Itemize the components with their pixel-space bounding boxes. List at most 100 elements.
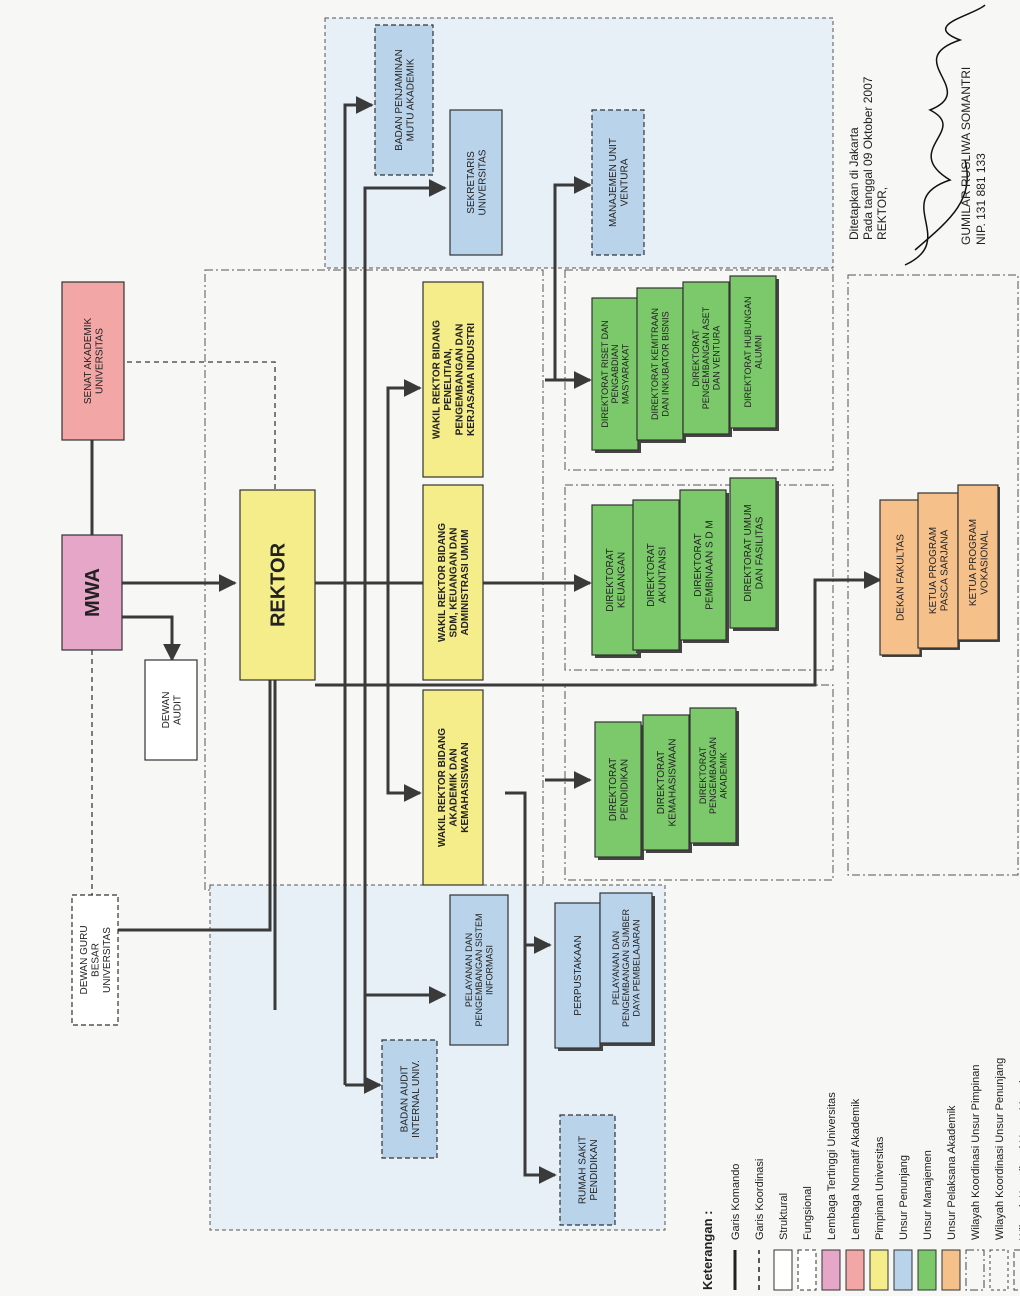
legend-item: Wilayah Koordinasi Unsur Penunjang (989, 1058, 1009, 1291)
legend-item: Unsur Pelaksana Akademik (941, 1105, 961, 1291)
region-manajemen-2 (564, 484, 834, 671)
svg-text:DIREKTORATKEUANGAN: DIREKTORATKEUANGAN (605, 548, 628, 612)
svg-text:KETUA PROGRAMVOKASIONAL: KETUA PROGRAMVOKASIONAL (968, 519, 991, 606)
svg-text:DIREKTORATPEMBINAAN S D M: DIREKTORATPEMBINAAN S D M (693, 520, 716, 609)
signature-text: Pada tanggal 09 Oktober 2007 (861, 76, 875, 240)
svg-text:PELAYANAN DANPENGEMBANGAN SIST: PELAYANAN DANPENGEMBANGAN SISTEMINFORMAS… (464, 913, 495, 1026)
legend-item: Lembaga Tertinggi Universitas (821, 1092, 841, 1291)
legend-label: Pimpinan Universitas (874, 1136, 886, 1240)
legend-label: Unsur Penunjang (898, 1155, 910, 1240)
legend-item: Wilayah Koordinasi Unsur Pimpinan (965, 1065, 985, 1291)
region-pelaksana (847, 274, 1019, 876)
node-dir-pendidikan: DIREKTORATPENDIDIKAN (594, 721, 644, 860)
node-dir-kemitraan: DIREKTORAT KEMITRAANDAN INKUBATOR BISNIS (636, 287, 686, 443)
legend-item: Struktural (773, 1193, 793, 1291)
legend-item: Unsur Manajemen (917, 1150, 937, 1291)
legend-label: Wilayah Koordinasi Unsur Pimpinan (970, 1065, 982, 1240)
legend-label: Unsur Pelaksana Akademik (946, 1105, 958, 1240)
node-wr-sdm: WAKIL REKTOR BIDANGSDM, KEUANGAN DANADMI… (422, 484, 484, 681)
svg-text:BADAN PENJAMINANMUTU AKADEMIK: BADAN PENJAMINANMUTU AKADEMIK (394, 49, 417, 151)
legend-label: Struktural (778, 1193, 790, 1240)
svg-text:RUMAH SAKITPENDIDIKAN: RUMAH SAKITPENDIDIKAN (577, 1136, 600, 1204)
node-wr-riset: WAKIL REKTOR BIDANGPENELITIAN,PENGEMBANG… (422, 281, 484, 478)
node-badan-audit: BADAN AUDITINTERNAL UNIV. (381, 1039, 438, 1159)
legend-item: Lembaga Normatif Akademik (845, 1098, 865, 1291)
legend-label: Lembaga Tertinggi Universitas (826, 1092, 838, 1240)
legend-label: Fungsional (802, 1186, 814, 1240)
node-psdp: PELAYANAN DANPENGEMBANGAN SUMBERDAYA PEM… (599, 892, 655, 1046)
signature-text: REKTOR, (875, 187, 889, 240)
node-dir-akuntansi: DIREKTORATAKUNTANSI (632, 499, 682, 653)
legend-item: Garis Komando (730, 1164, 742, 1290)
node-dir-pengembangan: DIREKTORATPENGEMBANGANAKADEMIK (689, 707, 739, 846)
node-perpustakaan: PERPUSTAKAAN (554, 902, 603, 1051)
svg-text:DIREKTORATAKUNTANSI: DIREKTORATAKUNTANSI (646, 543, 669, 607)
legend-label: Unsur Manajemen (922, 1150, 934, 1240)
node-dir-riset: DIREKTORAT RISET DANPENGABDIANMASYARAKAT (591, 297, 641, 453)
legend-label: Wilayah Koordinasi Unsur Penunjang (994, 1058, 1006, 1240)
node-sekretaris: SEKRETARISUNIVERSITAS (449, 109, 503, 256)
signature-text: NIP. 131 881 133 (974, 153, 988, 245)
node-senat: SENAT AKADEMIKUNIVERSITAS (61, 281, 125, 441)
legend-item: Unsur Penunjang (893, 1155, 913, 1291)
node-dewan-guru-besar: DEWAN GURUBESARUNIVERSITAS (71, 894, 119, 1026)
svg-text:DEWAN GURUBESARUNIVERSITAS: DEWAN GURUBESARUNIVERSITAS (79, 925, 113, 994)
node-mwa: MWA (61, 534, 123, 651)
svg-text:WAKIL REKTOR BIDANGSDM, KEUANG: WAKIL REKTOR BIDANGSDM, KEUANGAN DANADMI… (437, 523, 471, 642)
node-muv: MANAJEMEN UNITVENTURA (591, 109, 645, 256)
svg-text:SENAT AKADEMIKUNIVERSITAS: SENAT AKADEMIKUNIVERSITAS (83, 318, 106, 405)
svg-text:MANAJEMEN UNITVENTURA: MANAJEMEN UNITVENTURA (608, 138, 631, 227)
region-manajemen-1 (564, 269, 834, 471)
svg-text:BADAN AUDITINTERNAL UNIV.: BADAN AUDITINTERNAL UNIV. (399, 1060, 422, 1138)
legend-item: Wilayah Koordinasi Unsur Manajemen (1013, 1053, 1020, 1291)
legend-label: Wilayah Koordinasi Unsur Manajemen (1018, 1053, 1020, 1240)
svg-text:DIREKTORAT KEMITRAANDAN INKUBA: DIREKTORAT KEMITRAANDAN INKUBATOR BISNIS (650, 308, 670, 420)
svg-text:PERPUSTAKAAN: PERPUSTAKAAN (573, 935, 584, 1015)
svg-text:DIREKTORAT HUBUNGANALUMNI: DIREKTORAT HUBUNGANALUMNI (743, 296, 763, 407)
svg-text:KETUA PROGRAMPASCA SARJANA: KETUA PROGRAMPASCA SARJANA (928, 527, 951, 614)
node-psi: PELAYANAN DANPENGEMBANGAN SISTEMINFORMAS… (449, 894, 509, 1046)
node-dir-keuangan: DIREKTORATKEUANGAN (591, 504, 641, 658)
svg-text:DIREKTORATPENGEMBANGAN ASETDAN: DIREKTORATPENGEMBANGAN ASETDAN VENTURA (691, 306, 722, 409)
svg-text:MWA: MWA (82, 568, 104, 617)
legend-title: Keterangan : (700, 1211, 715, 1290)
node-rumah-sakit: RUMAH SAKITPENDIDIKAN (559, 1114, 616, 1226)
svg-text:DEKAN FAKULTAS: DEKAN FAKULTAS (896, 534, 907, 621)
svg-text:DIREKTORAT RISET DANPENGABDIAN: DIREKTORAT RISET DANPENGABDIANMASYARAKAT (600, 320, 631, 427)
node-rektor: REKTOR (239, 489, 316, 681)
node-dir-umum: DIREKTORAT UMUMDAN FASILITAS (729, 477, 779, 631)
svg-text:DIREKTORATPENDIDIKAN: DIREKTORATPENDIDIKAN (608, 758, 631, 822)
node-pasca: KETUA PROGRAMPASCA SARJANA (917, 492, 960, 650)
legend-label: Garis Komando (730, 1164, 742, 1240)
signature-text: GUMILAR RUSLIWA SOMANTRI (959, 67, 973, 245)
svg-text:DIREKTORAT UMUMDAN FASILITAS: DIREKTORAT UMUMDAN FASILITAS (743, 504, 766, 601)
legend-item: Pimpinan Universitas (869, 1136, 889, 1291)
node-dir-aset: DIREKTORATPENGEMBANGAN ASETDAN VENTURA (682, 281, 732, 437)
svg-text:SEKRETARISUNIVERSITAS: SEKRETARISUNIVERSITAS (466, 149, 489, 215)
svg-text:DIREKTORATKEMAHASISWAAN: DIREKTORATKEMAHASISWAAN (656, 739, 679, 827)
svg-text:DEWANAUDIT: DEWANAUDIT (161, 692, 184, 729)
handwritten-signature (904, 4, 986, 266)
node-dekan: DEKAN FAKULTAS (879, 499, 922, 657)
svg-text:REKTOR: REKTOR (268, 542, 290, 627)
node-dir-kemahasiswaan: DIREKTORATKEMAHASISWAAN (642, 714, 692, 853)
svg-text:WAKIL REKTOR BIDANGAKADEMIK DA: WAKIL REKTOR BIDANGAKADEMIK DANKEMAHASIS… (437, 728, 471, 847)
node-dir-sdm: DIREKTORATPEMBINAAN S D M (679, 489, 729, 643)
legend-label: Garis Koordinasi (754, 1159, 766, 1240)
legend-item: Fungsional (797, 1186, 817, 1291)
node-bpma: BADAN PENJAMINANMUTU AKADEMIK (374, 24, 434, 176)
legend-item: Garis Koordinasi (754, 1159, 766, 1290)
node-vokasi: KETUA PROGRAMVOKASIONAL (957, 484, 1000, 642)
node-wr-akademik: WAKIL REKTOR BIDANGAKADEMIK DANKEMAHASIS… (422, 689, 484, 886)
legend: Keterangan : Garis Komando Garis Koordinas… (700, 1053, 1020, 1291)
signature-text: Ditetapkan di Jakarta (847, 127, 861, 240)
legend-label: Lembaga Normatif Akademik (850, 1098, 862, 1240)
svg-text:DIREKTORATPENGEMBANGANAKADEMIK: DIREKTORATPENGEMBANGANAKADEMIK (698, 737, 729, 814)
svg-text:WAKIL REKTOR BIDANGPENELITIAN,: WAKIL REKTOR BIDANGPENELITIAN,PENGEMBANG… (431, 320, 477, 439)
node-dir-alumni: DIREKTORAT HUBUNGANALUMNI (729, 275, 779, 431)
svg-text:PELAYANAN DANPENGEMBANGAN SUMB: PELAYANAN DANPENGEMBANGAN SUMBERDAYA PEM… (611, 908, 642, 1027)
node-dewan-audit: DEWANAUDIT (144, 659, 198, 761)
